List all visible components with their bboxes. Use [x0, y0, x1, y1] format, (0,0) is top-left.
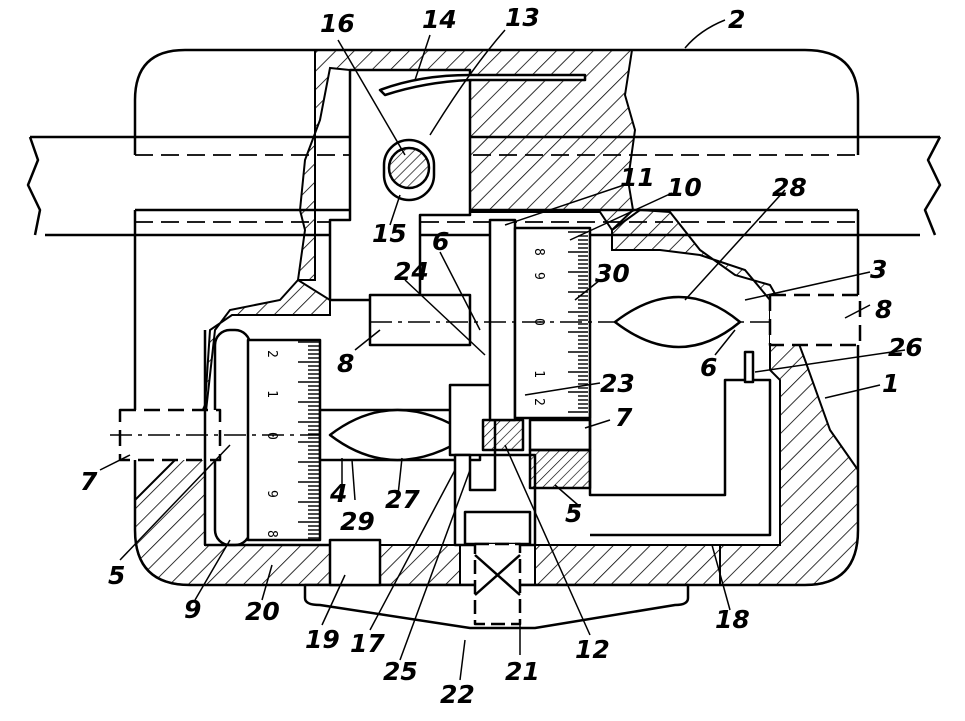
l-frame-18: [588, 378, 772, 537]
screw-shank-21: [473, 542, 522, 626]
leader-6-upper: [439, 251, 481, 331]
leader-28: [684, 189, 786, 301]
left-dial-numbers: 2 1 0 9 8: [264, 350, 279, 538]
leader-1: [824, 384, 881, 399]
ref-4: 4: [329, 479, 347, 508]
ref-7-right: 7: [615, 403, 633, 432]
stop-block-7: [528, 418, 592, 452]
leader-18: [711, 544, 731, 611]
leader-8-left: [354, 329, 381, 351]
ref-23: 23: [600, 369, 635, 398]
crossbar-right-break: [923, 136, 942, 236]
ref-15: 15: [372, 219, 407, 248]
ref-19: 19: [305, 625, 340, 654]
leader-17: [369, 469, 456, 631]
ref-1: 1: [882, 369, 899, 398]
ref-11: 11: [620, 163, 655, 192]
ref-26: 26: [888, 333, 923, 362]
leader-24: [404, 279, 486, 356]
ref-2: 2: [728, 5, 745, 34]
left-dial-num-1: 1: [264, 390, 279, 398]
ref-5-left: 5: [108, 561, 125, 590]
leader-6-lower: [714, 329, 736, 356]
left-dial-num-0: 2: [264, 350, 279, 358]
leader-25: [399, 469, 471, 661]
right-scale-num-4: 2: [531, 398, 546, 406]
stop-block-5: [528, 448, 592, 490]
ref-21: 21: [505, 657, 540, 686]
leader-16: [337, 39, 406, 156]
leader-7-right: [584, 419, 611, 429]
leader-12: [504, 444, 591, 636]
left-dial-num-2: 0: [264, 432, 279, 440]
leader-26: [754, 349, 906, 373]
foot-19: [328, 538, 382, 587]
ref-24: 24: [394, 257, 429, 286]
leader-15: [389, 194, 401, 226]
spindle-ellipse-28: [613, 295, 742, 349]
ref-6-upper: 6: [432, 227, 449, 256]
right-scale-num-3: 1: [531, 370, 546, 378]
ref-18: 18: [715, 605, 750, 634]
floor-hatch: [379, 544, 721, 586]
leader-3: [744, 271, 871, 301]
ref-25: 25: [383, 657, 418, 686]
right-scale-num-0: 8: [531, 248, 546, 256]
leader-2: [684, 19, 726, 49]
reference-numerals: 2 16 14 13 11 10 28 15 6 3 24 30 8 26 8 …: [80, 3, 923, 709]
leader-23: [524, 382, 601, 396]
ref-22: 22: [440, 680, 475, 709]
left-dial-num-3: 9: [264, 490, 279, 498]
leader-9: [194, 539, 231, 601]
ref-17: 17: [350, 629, 385, 658]
measuring-ruler-11: [488, 218, 517, 422]
leader-20: [261, 564, 273, 601]
ref-16: 16: [320, 9, 355, 38]
crossbar-left-break: [26, 136, 42, 236]
right-scale-ticks: [568, 231, 588, 413]
right-scale-num-1: 9: [531, 272, 546, 280]
leader-8-right: [844, 304, 871, 319]
leader-13: [429, 29, 506, 136]
left-dial-ticks: [298, 341, 320, 539]
ref-7-left: 7: [80, 467, 98, 496]
leader-22: [459, 639, 466, 681]
inner-liner-20: [203, 330, 330, 547]
right-scale-num-2: 0: [531, 318, 546, 326]
pin-26: [743, 350, 755, 384]
leader-7-left: [99, 454, 131, 471]
ref-9: 9: [184, 595, 201, 624]
ref-5-center: 5: [565, 499, 582, 528]
ref-28: 28: [772, 173, 807, 202]
ref-29: 29: [340, 507, 375, 536]
spindle-8-left: [368, 293, 472, 347]
ref-27: 27: [385, 485, 420, 514]
leader-29: [351, 459, 356, 501]
ref-14: 14: [422, 5, 457, 34]
leader-19: [321, 574, 346, 626]
leader-27: [397, 457, 403, 496]
ref-6-lower: 6: [700, 353, 717, 382]
ref-20: 20: [245, 597, 280, 626]
ref-30: 30: [595, 259, 630, 288]
ref-3: 3: [870, 255, 887, 284]
ref-12: 12: [575, 635, 610, 664]
ref-8-left: 8: [337, 349, 354, 378]
leader-5-center: [554, 484, 579, 506]
screw-head-21: [463, 510, 532, 546]
ref-8-right: 8: [875, 295, 892, 324]
leader-14: [414, 34, 431, 81]
screw-cross-b: [474, 554, 521, 596]
left-dial-num-4: 8: [264, 530, 279, 538]
leader-11: [504, 182, 631, 226]
pin-16: [387, 146, 431, 190]
ref-10: 10: [667, 173, 702, 202]
spindle-8-right: [768, 293, 862, 347]
gib-12: [481, 418, 525, 452]
ref-13: 13: [505, 3, 540, 32]
leaf-spring-14: [378, 73, 587, 97]
leader-5-left: [119, 444, 231, 561]
right-scale-numbers: 8 9 0 1 2: [531, 248, 546, 406]
